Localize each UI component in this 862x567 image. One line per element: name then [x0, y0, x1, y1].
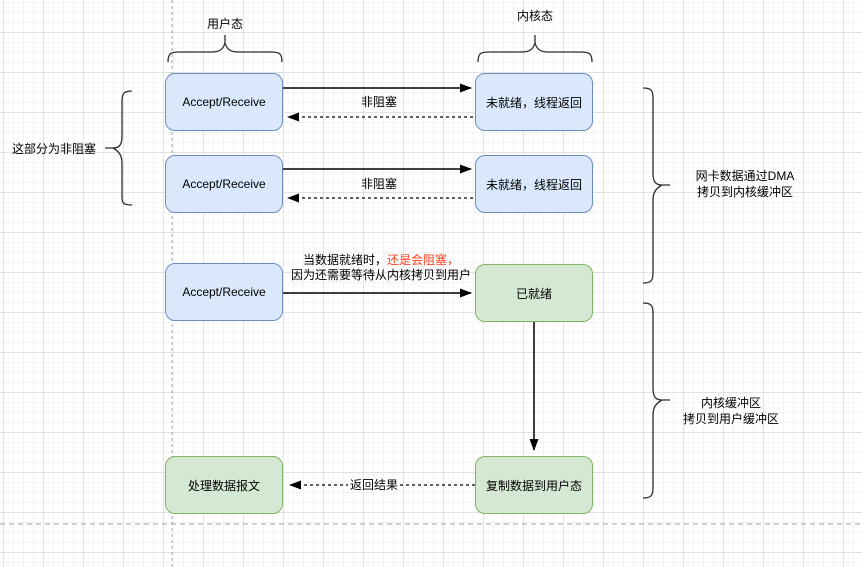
blocking-note-line2: 因为还需要等待从内核拷贝到用户 — [290, 268, 472, 282]
non-blocking-brace — [105, 90, 133, 206]
user-mode-label: 用户态 — [206, 17, 244, 31]
left-note-label: 这部分为非阻塞 — [12, 142, 97, 156]
kernel-to-user-note-line2: 拷贝到用户缓冲区 — [682, 412, 780, 426]
edge-label-non-blocking-1: 非阻塞 — [360, 95, 398, 109]
node-copy-to-user: 复制数据到用户态 — [475, 456, 593, 514]
dma-note-line2: 拷贝到内核缓冲区 — [696, 185, 794, 199]
user-mode-brace — [167, 35, 283, 63]
node-not-ready-2: 未就绪，线程返回 — [475, 155, 593, 213]
dma-note: 网卡数据通过DMA 拷贝到内核缓冲区 — [696, 168, 795, 200]
node-process-packet: 处理数据报文 — [165, 456, 283, 514]
kernel-to-user-note: 内核缓冲区 拷贝到用户缓冲区 — [683, 395, 779, 427]
node-ready: 已就绪 — [475, 264, 593, 322]
kernel-to-user-note-line1: 内核缓冲区 — [700, 396, 762, 410]
node-accept-receive-2: Accept/Receive — [165, 155, 283, 213]
dma-note-line1: 网卡数据通过DMA — [695, 169, 795, 183]
kernel-mode-brace — [477, 35, 593, 63]
edge-label-non-blocking-2: 非阻塞 — [360, 177, 398, 191]
blocking-note: 当数据就绪时，还是会阻塞， 因为还需要等待从内核拷贝到用户 — [291, 253, 471, 283]
kernel-to-user-copy-brace — [642, 302, 670, 499]
blocking-note-line1-red: 还是会阻塞， — [386, 253, 460, 267]
node-accept-receive-3: Accept/Receive — [165, 263, 283, 321]
node-accept-receive-1: Accept/Receive — [165, 73, 283, 131]
node-not-ready-1: 未就绪，线程返回 — [475, 73, 593, 131]
dma-copy-brace — [642, 87, 670, 284]
edge-label-return-result: 返回结果 — [347, 478, 401, 492]
kernel-mode-label: 内核态 — [516, 9, 554, 23]
blocking-note-line1-black: 当数据就绪时， — [302, 253, 387, 267]
